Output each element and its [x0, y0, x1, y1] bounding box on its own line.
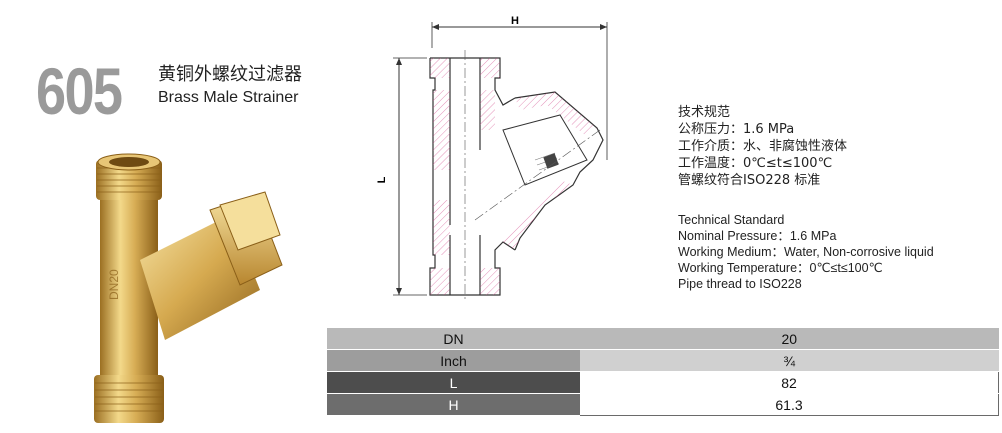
row-label: Inch — [327, 349, 580, 372]
spec-en-line: Nominal Pressure：1.6 MPa — [678, 229, 837, 243]
dim-h-label: H — [511, 15, 519, 27]
product-title-cn: 黄铜外螺纹过滤器 — [158, 64, 302, 85]
row-value: 20 — [580, 328, 999, 350]
row-label: DN — [327, 328, 580, 350]
spec-cn-line: 管螺纹符合ISO228 标准 — [678, 173, 821, 188]
specs-english: Technical Standard Nominal Pressure：1.6 … — [678, 212, 934, 292]
spec-cn-line: 工作温度：0℃≤t≤100℃ — [678, 156, 833, 171]
product-title-en: Brass Male Strainer — [158, 89, 299, 106]
spec-en-line: Technical Standard — [678, 213, 785, 227]
spec-cn-line: 公称压力：1.6 MPa — [678, 122, 795, 137]
table-row: DN 20 — [327, 328, 999, 350]
row-value: 61.3 — [580, 393, 999, 416]
spec-en-line: Working Temperature：0℃≤t≤100℃ — [678, 261, 883, 275]
technical-drawing: H L — [376, 15, 608, 300]
spec-cn-line: 技术规范 — [678, 105, 731, 120]
table-row: L 82 — [327, 371, 999, 394]
row-value: 82 — [580, 371, 999, 394]
table-row: H 61.3 — [327, 393, 999, 416]
row-label: L — [327, 371, 580, 394]
dim-l-label: L — [376, 176, 388, 183]
row-label: H — [327, 393, 580, 416]
table-row: Inch ¾ — [327, 349, 999, 372]
model-number: 605 — [36, 54, 123, 128]
body-marking: DN20 — [107, 269, 121, 300]
row-value: ¾ — [580, 349, 999, 372]
spec-cn-line: 工作介质：水、非腐蚀性液体 — [678, 139, 848, 154]
spec-en-line: Working Medium：Water, Non-corrosive liqu… — [678, 245, 934, 259]
spec-en-line: Pipe thread to ISO228 — [678, 277, 802, 291]
dimensions-table: DN 20 Inch ¾ L 82 H 61.3 — [327, 328, 999, 416]
product-image: DN20 — [94, 153, 283, 423]
specs-chinese: 技术规范 公称压力：1.6 MPa 工作介质：水、非腐蚀性液体 工作温度：0℃≤… — [678, 104, 847, 189]
